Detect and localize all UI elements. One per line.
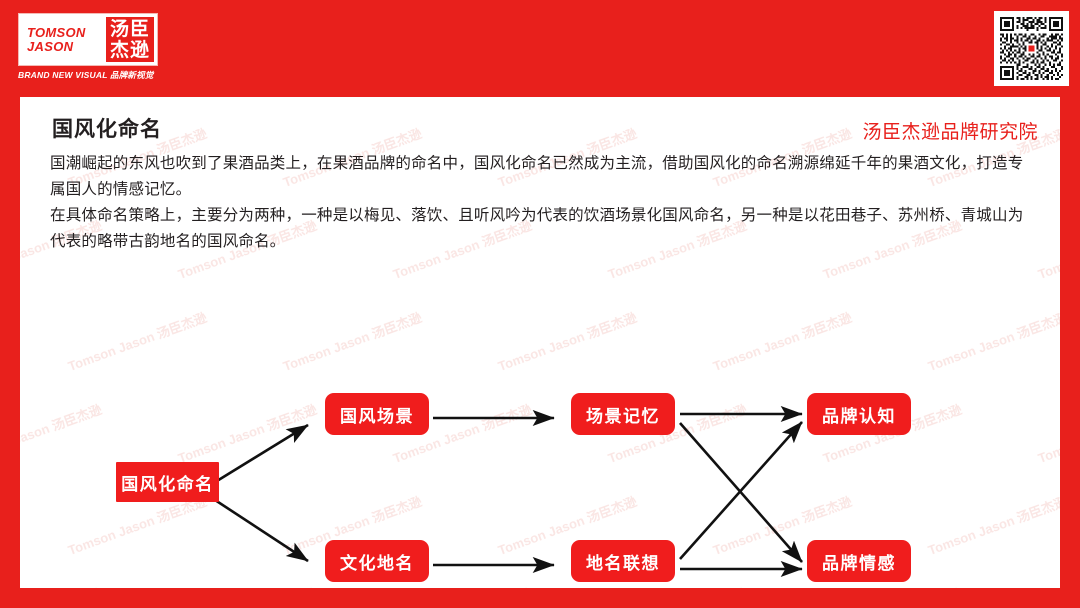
node-brand-emotion[interactable]: 品牌情感 xyxy=(807,540,911,582)
header-band: TOMSON JASON 汤臣 杰逊 BRAND NEW VISUAL 品牌新视… xyxy=(0,0,1080,97)
node-root[interactable]: 国风化命名 xyxy=(116,462,219,502)
node-brand-cognition[interactable]: 品牌认知 xyxy=(807,393,911,435)
node-place-association[interactable]: 地名联想 xyxy=(571,540,675,582)
body-paragraph-2: 在具体命名策略上，主要分为两种，一种是以梅见、落饮、且听风吟为代表的饮酒场景化国… xyxy=(50,207,1024,250)
logo-chinese-box: 汤臣 杰逊 xyxy=(106,17,154,62)
page-title: 国风化命名 xyxy=(52,118,162,141)
watermark-text: Tomson Jason 汤臣杰逊 xyxy=(175,97,319,99)
flow-diagram: 国风化命名 国风场景 文化地名 场景记忆 地名联想 品牌认知 品牌情感 xyxy=(20,257,1060,587)
edge-root-place xyxy=(211,496,309,563)
logo-cn-line1: 汤臣 xyxy=(109,18,150,40)
institute-label: 汤臣杰逊品牌研究院 xyxy=(862,122,1038,143)
edge-assoc-cognition xyxy=(679,421,803,560)
logo-cn-line2: 杰逊 xyxy=(109,39,150,61)
watermark-text: Tomson Jason 汤臣杰逊 xyxy=(605,97,749,99)
content-sheet: Tomson Jason 汤臣杰逊 Tomson Jason 汤臣杰逊 Tomson… xyxy=(20,97,1060,588)
edge-memory-emotion xyxy=(679,422,803,563)
watermark-text: Tomson Jason 汤臣杰逊 xyxy=(390,97,534,99)
bottom-red-bar xyxy=(0,588,1080,608)
watermark-text: Tomson Jason 汤臣杰逊 xyxy=(820,97,964,99)
node-guofeng-scene[interactable]: 国风场景 xyxy=(325,393,429,435)
body-paragraph-1: 国潮崛起的东风也吹到了果酒品类上，在果酒品牌的命名中，国风化命名已然成为主流，借… xyxy=(50,155,1024,198)
watermark-text: Tomson Jason 汤臣杰逊 xyxy=(20,97,104,99)
logo-main-box: TOMSON JASON 汤臣 杰逊 xyxy=(18,13,158,66)
node-cultural-place[interactable]: 文化地名 xyxy=(325,540,429,582)
brand-logo: TOMSON JASON 汤臣 杰逊 BRAND NEW VISUAL 品牌新视… xyxy=(18,13,158,85)
node-scene-memory[interactable]: 场景记忆 xyxy=(571,393,675,435)
logo-latin-text: TOMSON JASON xyxy=(19,14,106,65)
qr-code-icon[interactable] xyxy=(994,11,1069,86)
edge-root-scene xyxy=(211,423,309,486)
logo-tagline: BRAND NEW VISUAL 品牌新视觉 xyxy=(18,70,154,80)
diagram-connectors xyxy=(211,405,803,578)
logo-latin-line2: JASON xyxy=(27,38,74,54)
body-copy: 国潮崛起的东风也吹到了果酒品类上，在果酒品牌的命名中，国风化命名已然成为主流，借… xyxy=(50,151,1030,255)
watermark-text: Tomson Jason 汤臣杰逊 xyxy=(1035,97,1060,99)
logo-latin-line1: TOMSON xyxy=(27,24,86,40)
